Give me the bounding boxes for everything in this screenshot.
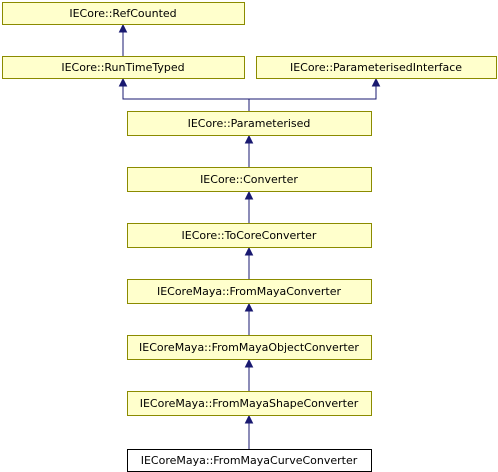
class-label: IECoreMaya::FromMayaShapeConverter: [140, 397, 359, 410]
class-node-tocoreconverter[interactable]: IECore::ToCoreConverter: [127, 223, 372, 248]
class-node-parameterised[interactable]: IECore::Parameterised: [127, 111, 372, 136]
class-node-frommayaconverter[interactable]: IECoreMaya::FromMayaConverter: [127, 279, 372, 304]
arrowhead: [244, 134, 254, 144]
class-label: IECoreMaya::FromMayaCurveConverter: [141, 454, 358, 467]
inheritance-arrow-parameterised-to-runtimetyped: [118, 77, 250, 111]
class-box: [127, 335, 372, 360]
class-box: [127, 279, 372, 304]
class-label: IECore::RunTimeTyped: [61, 61, 184, 74]
class-node-frommayashapeconverter[interactable]: IECoreMaya::FromMayaShapeConverter: [127, 391, 372, 416]
class-label: IECore::ToCoreConverter: [182, 229, 317, 242]
inheritance-arrow-frommayashapeconverter-to-frommayaobjectconverter: [244, 358, 254, 391]
edge-line: [248, 85, 377, 111]
arrowhead: [118, 77, 128, 87]
inheritance-arrow-frommayaobjectconverter-to-frommayaconverter: [244, 302, 254, 335]
arrowhead: [244, 190, 254, 200]
inheritance-arrow-converter-to-parameterised: [244, 134, 254, 167]
class-box: [127, 167, 372, 192]
class-label: IECoreMaya::FromMayaObjectConverter: [139, 341, 359, 354]
class-box: [2, 2, 245, 25]
arrowhead: [244, 358, 254, 368]
inheritance-arrow-frommayaconverter-to-tocoreconverter: [244, 246, 254, 279]
class-box: [127, 391, 372, 416]
class-label: IECore::Converter: [200, 173, 298, 186]
class-box: [2, 56, 245, 79]
class-box: [127, 223, 372, 248]
inheritance-edges: [118, 23, 381, 449]
class-node-refcounted[interactable]: IECore::RefCounted: [2, 2, 245, 25]
edge-line: [122, 85, 250, 111]
class-node-runtimetyped[interactable]: IECore::RunTimeTyped: [2, 56, 245, 79]
class-box: [127, 111, 372, 136]
inheritance-arrow-tocoreconverter-to-converter: [244, 190, 254, 223]
class-label: IECore::ParameterisedInterface: [290, 61, 462, 74]
class-node-frommayaobjectconverter[interactable]: IECoreMaya::FromMayaObjectConverter: [127, 335, 372, 360]
class-node-parameterisedinterface[interactable]: IECore::ParameterisedInterface: [256, 56, 497, 79]
arrowhead: [244, 414, 254, 424]
class-label: IECore::RefCounted: [69, 7, 176, 20]
class-box: [256, 56, 497, 79]
arrowhead: [371, 77, 381, 87]
inheritance-arrow-frommayacurveconverter-to-frommayashapeconverter: [244, 414, 254, 449]
class-label: IECore::Parameterised: [188, 117, 311, 130]
arrowhead: [244, 246, 254, 256]
class-node-converter[interactable]: IECore::Converter: [127, 167, 372, 192]
inheritance-arrow-runtimetyped-to-refcounted: [118, 23, 128, 56]
class-label: IECoreMaya::FromMayaConverter: [157, 285, 342, 298]
inheritance-arrow-parameterised-to-parameterisedinterface: [248, 77, 381, 111]
class-node-frommayacurveconverter: IECoreMaya::FromMayaCurveConverter: [127, 449, 372, 472]
arrowhead: [244, 302, 254, 312]
arrowhead: [118, 23, 128, 33]
